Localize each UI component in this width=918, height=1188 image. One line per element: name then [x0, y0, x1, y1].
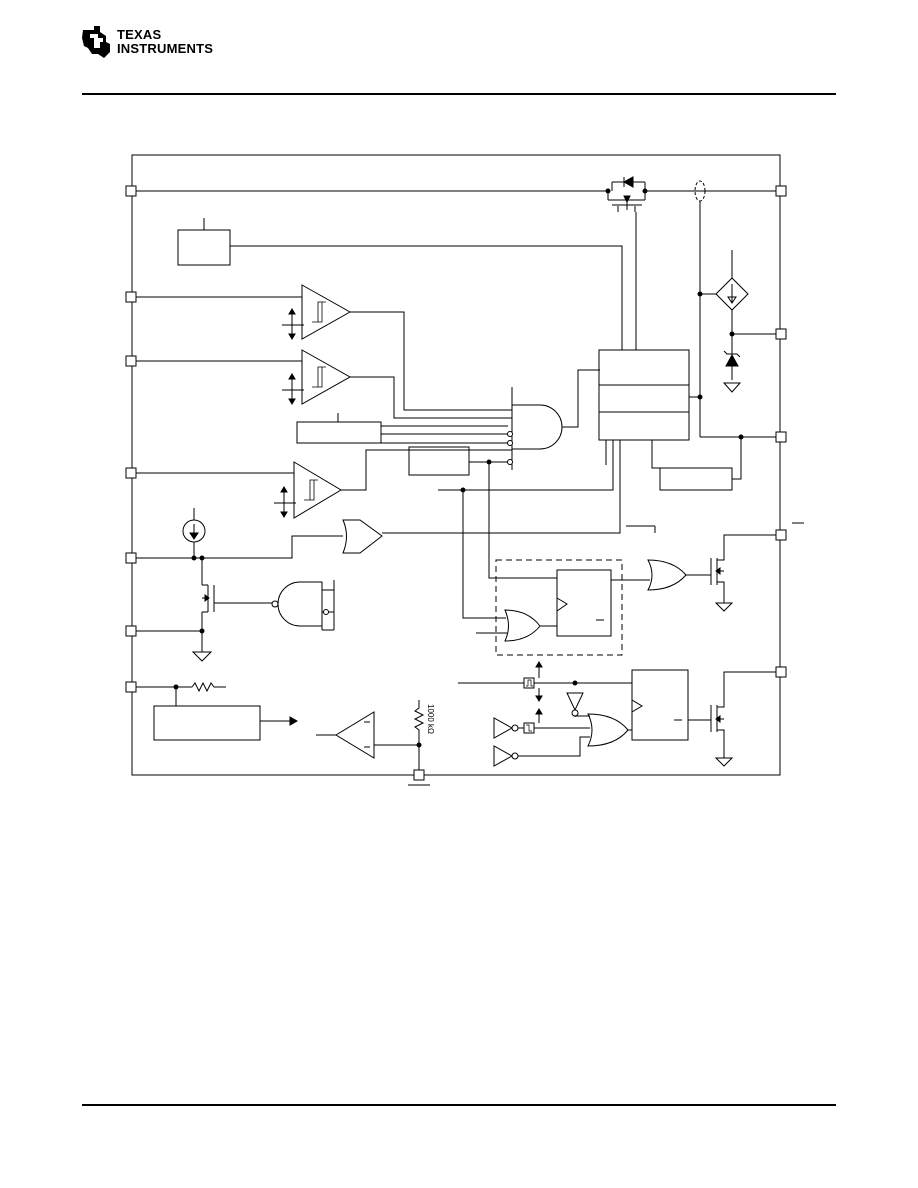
resistor-label: 1000 kΩ — [426, 704, 435, 734]
buffer-amp — [342, 519, 383, 554]
flip-flop — [556, 569, 612, 637]
logo-line1: TEXAS — [117, 27, 162, 42]
or-gate-latch — [504, 609, 541, 642]
device-boundary — [131, 154, 781, 776]
comparator-3 — [136, 461, 342, 519]
and-out — [562, 369, 600, 428]
pass-fet — [605, 176, 648, 212]
pins-left — [125, 185, 137, 693]
pin-right-3 — [775, 431, 787, 443]
buffer-out-line — [382, 440, 621, 534]
fault-latch-box — [495, 559, 623, 656]
flip-flop-2 — [631, 669, 689, 741]
or-gate-out2 — [587, 713, 629, 747]
ti-logo: TEXAS INSTRUMENTS — [80, 24, 240, 64]
zener-diode — [722, 350, 742, 393]
output-fet-2 — [710, 671, 776, 767]
logo-line2: INSTRUMENTS — [117, 41, 214, 56]
comparator-2 — [136, 349, 352, 405]
pin-right-2 — [775, 328, 787, 340]
pin-right-4 — [775, 529, 787, 541]
inverter-2 — [493, 745, 519, 767]
comp2-out — [350, 376, 512, 419]
input-resistor — [191, 681, 226, 693]
pulldown-resistor — [413, 700, 425, 770]
pin-bottom-gnd — [413, 769, 425, 781]
reference-block — [177, 229, 231, 266]
comparator-1 — [136, 284, 352, 340]
one-shot-high — [523, 677, 535, 689]
comp3-out — [341, 449, 512, 491]
pins-right — [775, 185, 787, 678]
current-source — [697, 250, 749, 311]
ti-state-logo-icon — [82, 26, 110, 58]
pin-left-1 — [125, 185, 137, 197]
nand-gate — [271, 580, 335, 631]
pin-left-6 — [125, 625, 137, 637]
header-rule — [82, 93, 836, 95]
pin-right-1 — [775, 185, 787, 197]
or-gate-out1 — [647, 559, 687, 591]
filter-block — [659, 467, 733, 491]
bias-block — [153, 705, 261, 741]
pin-left-4 — [125, 467, 137, 479]
timer-block — [296, 421, 382, 444]
pin-left-7 — [125, 681, 137, 693]
uvlo-block — [408, 446, 470, 476]
pin-left-3 — [125, 355, 137, 367]
pin-left-5 — [125, 552, 137, 564]
pullup-current-source — [182, 508, 206, 558]
discharge-fet — [201, 558, 273, 652]
pin-right-5 — [775, 666, 787, 678]
pin-left-2 — [125, 291, 137, 303]
inverter-1 — [493, 717, 519, 739]
and-gate — [507, 387, 563, 470]
output-fet-1 — [710, 534, 776, 612]
ref-to-logic — [230, 245, 623, 350]
control-logic-block — [598, 349, 690, 441]
footer-rule — [82, 1104, 836, 1106]
comp1-out — [350, 311, 512, 411]
error-amp — [335, 711, 375, 759]
